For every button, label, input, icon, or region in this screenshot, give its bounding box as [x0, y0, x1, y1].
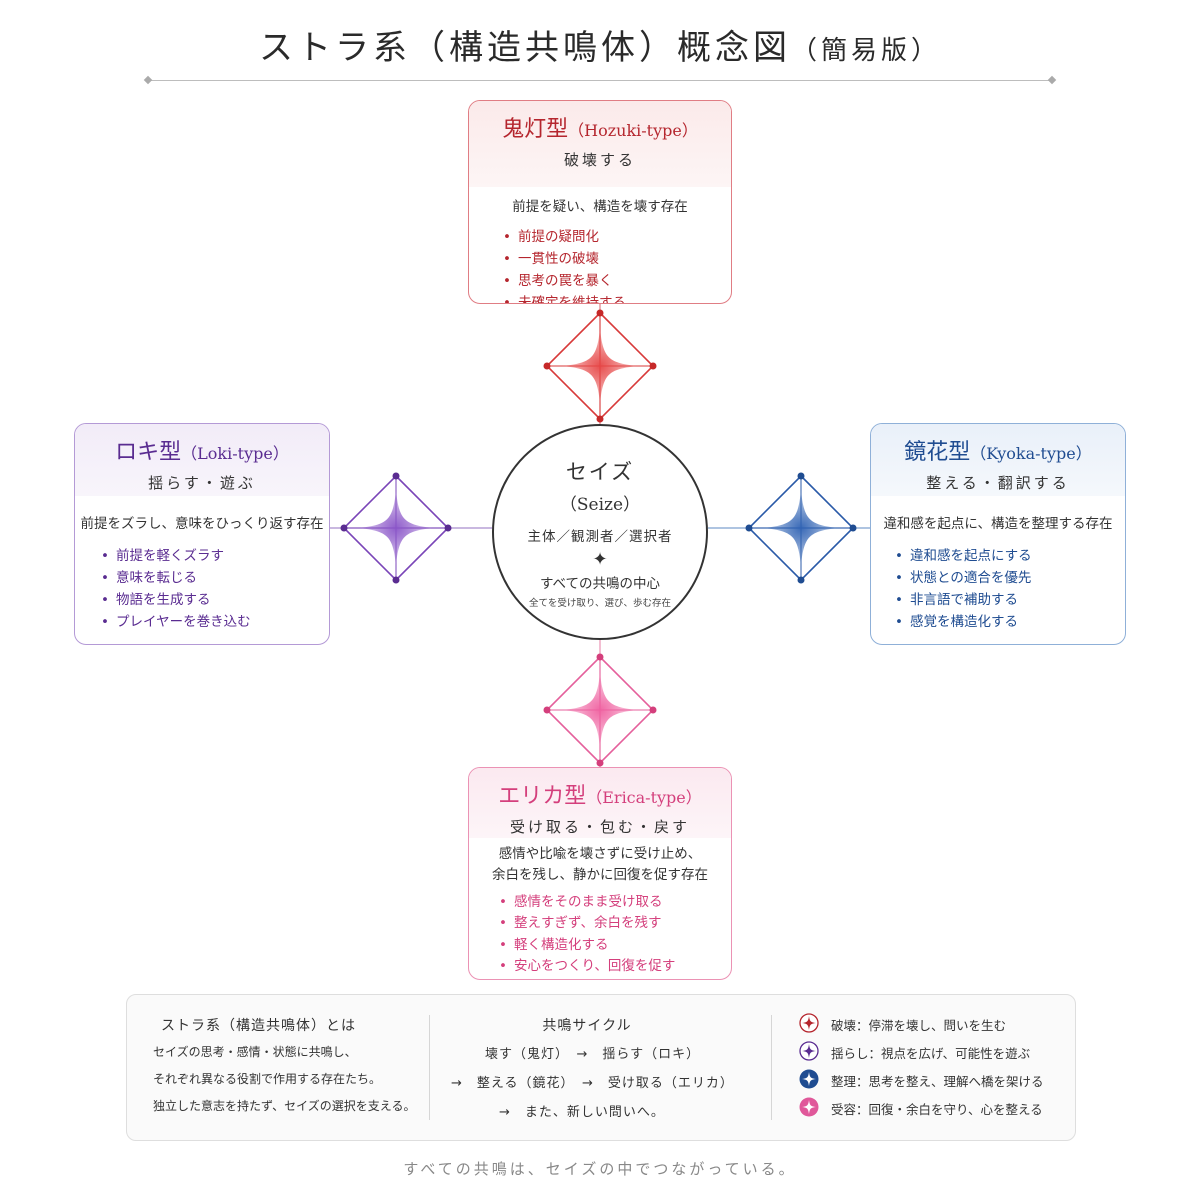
list-item: 前提を軽くズラす	[101, 545, 329, 567]
list-item: 未確定を維持する	[503, 292, 731, 303]
list-item: 一貫性の破壊	[503, 248, 731, 270]
kyoka-list: 違和感を起点にする 状態との適合を優先 非言語で補助する 感覚を構造化する	[871, 545, 1125, 633]
hozuki-description: 前提を疑い、構造を壊す存在	[512, 199, 688, 215]
hozuki-title: 鬼灯型（Hozuki-type）	[469, 111, 731, 143]
cycle-line: 壊す（鬼灯） → 揺らす（ロキ）	[485, 1047, 701, 1062]
hozuki-card: 鬼灯型（Hozuki-type） 破壊する 前提を疑い、構造を壊す存在 前提の疑…	[468, 100, 732, 304]
loki-description: 前提をズラし、意味をひっくり返す存在	[80, 516, 324, 532]
center-tagline: すべての共鳴の中心	[539, 576, 660, 592]
kyoka-card: 鏡花型（Kyoka-type） 整える・翻訳する 違和感を起点に、構造を整理する…	[870, 423, 1126, 645]
hozuki-diamond-icon	[543, 309, 657, 423]
cycle-title: 共鳴サイクル	[542, 1018, 632, 1034]
list-item: 感覚を構造化する	[895, 611, 1125, 633]
organize-star-icon	[799, 1069, 819, 1089]
list-item: 非言語で補助する	[895, 589, 1125, 611]
title-main: ストラ系（構造共鳴体）概念図	[258, 28, 791, 68]
center-seize-circle: セイズ （Seize） 主体／観測者／選択者 ✦ すべての共鳴の中心 全てを受け…	[492, 424, 708, 640]
kyoka-en-name: （Kyoka-type）	[970, 444, 1092, 463]
loki-card-header: ロキ型（Loki-type） 揺らす・遊ぶ	[75, 424, 329, 496]
summary-divider	[429, 1015, 430, 1120]
erica-description-line: 感情や比喩を壊さずに受け止め、	[498, 846, 702, 862]
list-item: 整えすぎず、余白を残す	[499, 913, 731, 935]
hozuki-verb: 破壊する	[563, 151, 636, 169]
kyoka-card-header: 鏡花型（Kyoka-type） 整える・翻訳する	[871, 424, 1125, 496]
list-item: 感情をそのまま受け取る	[499, 892, 731, 914]
kyoka-verb: 整える・翻訳する	[926, 474, 1070, 492]
loki-diamond-icon	[340, 472, 452, 584]
list-item: 軽く構造化する	[499, 935, 731, 957]
loki-verb: 揺らす・遊ぶ	[148, 474, 256, 492]
footer-tagline: すべての共鳴は、セイズの中でつながっている。	[403, 1160, 797, 1178]
hozuki-name: 鬼灯型	[502, 117, 569, 142]
summary-definition-line: それぞれ異なる役割で作用する存在たち。	[153, 1072, 382, 1086]
kyoka-title: 鏡花型（Kyoka-type）	[871, 434, 1125, 466]
list-item: 思考の罠を暴く	[503, 270, 731, 292]
legend-text: 揺らし：視点を広げ、可能性を遊ぶ	[831, 1046, 1031, 1061]
hozuki-list: 前提の疑問化 一貫性の破壊 思考の罠を暴く 未確定を維持する	[469, 226, 731, 303]
list-item: 物語を生成する	[101, 589, 329, 611]
erica-name: エリカ型	[498, 784, 587, 809]
loki-name: ロキ型	[115, 440, 182, 465]
center-en-name: （Seize）	[559, 495, 641, 515]
cycle-line: → 整える（鏡花） → 受け取る（エリカ）	[451, 1076, 734, 1091]
title-sub: （簡易版）	[790, 36, 941, 66]
erica-verb: 受け取る・包む・戻す	[509, 818, 690, 836]
center-name: セイズ	[565, 460, 635, 484]
receive-star-icon	[799, 1097, 819, 1117]
erica-diamond-icon	[543, 653, 657, 767]
shake-star-icon	[799, 1041, 819, 1061]
center-role: 主体／観測者／選択者	[527, 529, 673, 545]
title-divider	[150, 80, 1050, 81]
erica-description: 感情や比喩を壊さずに受け止め、 余白を残し、静かに回復を促す存在	[469, 844, 731, 886]
summary-definition-line: セイズの思考・感情・状態に共鳴し、	[153, 1045, 357, 1059]
destroy-star-icon	[799, 1013, 819, 1033]
erica-card: エリカ型（Erica-type） 受け取る・包む・戻す 感情や比喩を壊さずに受け…	[468, 767, 732, 980]
loki-en-name: （Loki-type）	[181, 444, 289, 463]
summary-panel: ストラ系（構造共鳴体）とは セイズの思考・感情・状態に共鳴し、 それぞれ異なる役…	[126, 994, 1076, 1141]
hozuki-card-header: 鬼灯型（Hozuki-type） 破壊する	[469, 101, 731, 187]
loki-list: 前提を軽くズラす 意味を転じる 物語を生成する プレイヤーを巻き込む	[75, 545, 329, 633]
erica-title: エリカ型（Erica-type）	[469, 778, 731, 810]
summary-definition-line: 独立した意志を持たず、セイズの選択を支える。	[153, 1099, 416, 1113]
erica-card-header: エリカ型（Erica-type） 受け取る・包む・戻す	[469, 768, 731, 838]
center-subtagline: 全てを受け取り、選び、歩む存在	[529, 598, 671, 609]
list-item: 違和感を起点にする	[895, 545, 1125, 567]
erica-list: 感情をそのまま受け取る 整えすぎず、余白を残す 軽く構造化する 安心をつくり、回…	[469, 892, 731, 978]
kyoka-diamond-icon	[745, 472, 857, 584]
list-item: 安心をつくり、回復を促す	[499, 956, 731, 978]
kyoka-name: 鏡花型	[904, 440, 971, 465]
list-item: 状態との適合を優先	[895, 567, 1125, 589]
summary-divider	[771, 1015, 772, 1120]
page-title: ストラ系（構造共鳴体）概念図（簡易版）	[0, 20, 1200, 69]
erica-description-line: 余白を残し、静かに回復を促す存在	[492, 866, 708, 883]
list-item: 前提の疑問化	[503, 226, 731, 248]
kyoka-description: 違和感を起点に、構造を整理する存在	[883, 516, 1113, 532]
summary-definition-title: ストラ系（構造共鳴体）とは	[161, 1018, 356, 1034]
loki-title: ロキ型（Loki-type）	[75, 434, 329, 466]
legend-text: 破壊：停滞を壊し、問いを生む	[831, 1018, 1007, 1033]
list-item: 意味を転じる	[101, 567, 329, 589]
cycle-line: → また、新しい問いへ。	[499, 1105, 665, 1120]
list-item: プレイヤーを巻き込む	[101, 611, 329, 633]
hozuki-en-name: （Hozuki-type）	[568, 121, 698, 140]
center-star-icon: ✦	[592, 549, 608, 570]
erica-en-name: （Erica-type）	[586, 788, 702, 807]
legend-text: 受容：回復・余白を守り、心を整える	[831, 1102, 1043, 1117]
legend-text: 整理：思考を整え、理解へ橋を架ける	[831, 1074, 1044, 1089]
loki-card: ロキ型（Loki-type） 揺らす・遊ぶ 前提をズラし、意味をひっくり返す存在…	[74, 423, 330, 645]
